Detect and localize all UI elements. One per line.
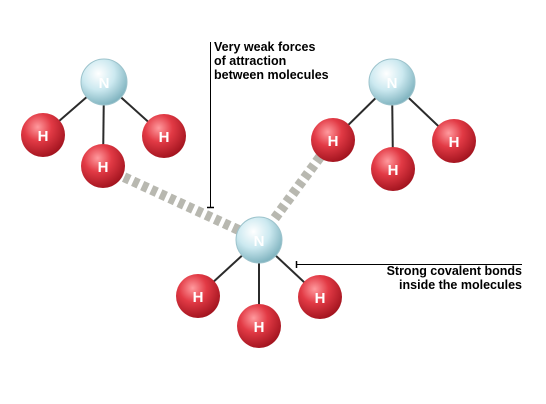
nitrogen-atom: N xyxy=(80,58,128,106)
covalent-bonds-label-line: Strong covalent bonds xyxy=(386,264,522,278)
hydrogen-atom: H xyxy=(176,274,220,318)
svg-text:N: N xyxy=(254,233,265,250)
svg-text:N: N xyxy=(387,75,398,92)
nitrogen-atom: N xyxy=(235,216,283,264)
hydrogen-atom: H xyxy=(237,304,281,348)
weak-forces-label-line: Very weak forces xyxy=(214,40,316,54)
hydrogen-atom: H xyxy=(432,119,476,163)
intermolecular-forces xyxy=(112,154,325,237)
svg-text:H: H xyxy=(193,289,204,306)
svg-text:H: H xyxy=(388,162,399,179)
svg-text:H: H xyxy=(315,290,326,307)
svg-text:H: H xyxy=(159,129,170,146)
hydrogen-atom: H xyxy=(142,114,186,158)
hydrogen-atom: H xyxy=(371,147,415,191)
ammonia-molecule-top-left: H H H N xyxy=(21,58,186,188)
weak-force-link-left xyxy=(112,168,246,237)
ammonia-molecule-top-right: H H H N xyxy=(311,58,476,191)
svg-text:N: N xyxy=(99,75,110,92)
weak-force-link-right xyxy=(267,154,325,225)
weak-forces-label: Very weak forces of attraction between m… xyxy=(214,40,329,82)
svg-text:H: H xyxy=(38,128,49,145)
covalent-bonds-label: Strong covalent bonds inside the molecul… xyxy=(387,264,522,292)
ammonia-molecule-center: H H H N xyxy=(176,216,342,348)
nitrogen-atom: N xyxy=(368,58,416,106)
svg-text:H: H xyxy=(449,134,460,151)
hydrogen-atom: H xyxy=(81,144,125,188)
hydrogen-atom: H xyxy=(298,275,342,319)
weak-forces-label-line: between molecules xyxy=(214,68,329,82)
weak-forces-label-line: of attraction xyxy=(214,54,287,68)
hydrogen-atom: H xyxy=(21,113,65,157)
hydrogen-atom: H xyxy=(311,118,355,162)
svg-text:H: H xyxy=(254,319,265,336)
annotation-lines xyxy=(207,42,522,268)
svg-text:H: H xyxy=(328,133,339,150)
covalent-bonds-label-line: inside the molecules xyxy=(399,278,522,292)
svg-text:H: H xyxy=(98,159,109,176)
